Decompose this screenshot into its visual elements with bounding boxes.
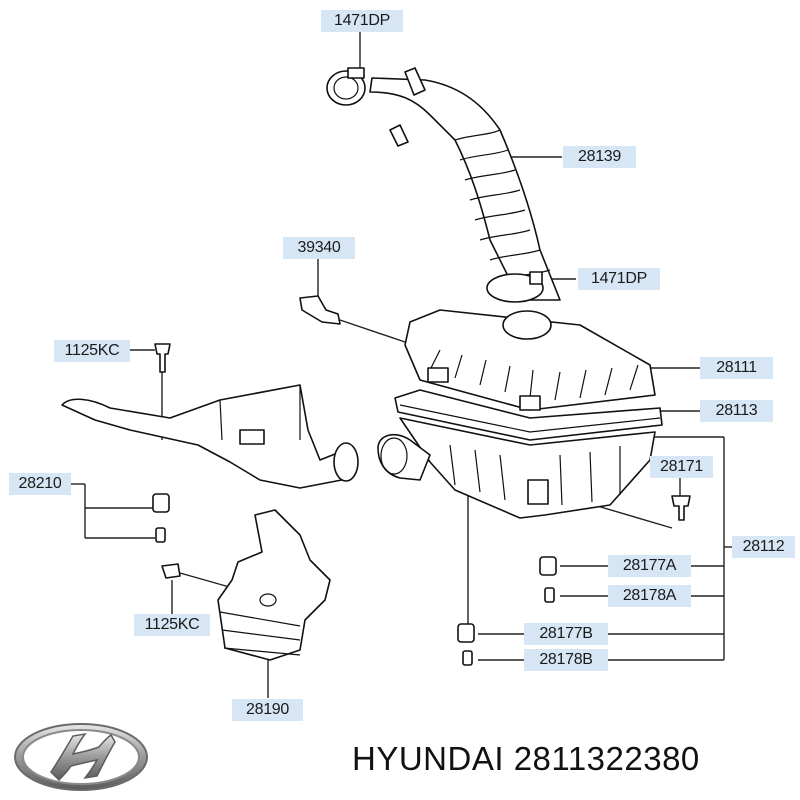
callout-1471dp-top: 1471DP xyxy=(321,10,403,32)
collar-28178b xyxy=(462,650,473,666)
sensor-39340 xyxy=(299,295,341,325)
grommet-28177b xyxy=(457,623,475,643)
callout-1125kc-bottom: 1125KC xyxy=(134,614,210,636)
callout-39340: 39340 xyxy=(283,237,355,259)
air-duct-28210 xyxy=(61,384,359,489)
callout-28177b: 28177B xyxy=(524,623,608,645)
callout-28111: 28111 xyxy=(700,357,773,379)
air-filter-28113 xyxy=(394,389,663,441)
bolt-1125kc-top xyxy=(154,343,171,373)
callout-28139: 28139 xyxy=(563,146,636,168)
hyundai-logo-icon xyxy=(14,723,148,791)
callout-28190: 28190 xyxy=(232,699,303,721)
resonator-28190 xyxy=(217,509,331,661)
callout-28113: 28113 xyxy=(700,400,773,422)
grommet-28210-side xyxy=(152,493,170,543)
callout-28178a: 28178A xyxy=(608,585,691,607)
callout-1471dp-bottom: 1471DP xyxy=(578,268,660,290)
intake-hose-28139 xyxy=(369,67,561,301)
callout-28171: 28171 xyxy=(650,456,713,478)
bolt-28171 xyxy=(671,495,691,521)
bolt-1125kc-bottom xyxy=(161,563,181,579)
brand-name: HYUNDAI xyxy=(352,740,505,777)
callout-28177a: 28177A xyxy=(608,555,691,577)
air-cleaner-body-28112 xyxy=(377,417,656,519)
hose-clamp-top xyxy=(326,67,366,106)
callout-28178b: 28178B xyxy=(524,649,608,671)
brand-part-caption: HYUNDAI 2811322380 xyxy=(352,740,700,778)
hose-clamp-bottom xyxy=(486,271,544,303)
collar-28178a xyxy=(544,587,555,603)
grommet-28177a xyxy=(539,556,557,576)
callout-28210: 28210 xyxy=(9,473,71,495)
callout-28112: 28112 xyxy=(732,536,795,558)
part-number: 2811322380 xyxy=(513,740,700,777)
callout-1125kc-top: 1125KC xyxy=(54,340,130,362)
air-cleaner-cover-28111 xyxy=(404,309,656,411)
